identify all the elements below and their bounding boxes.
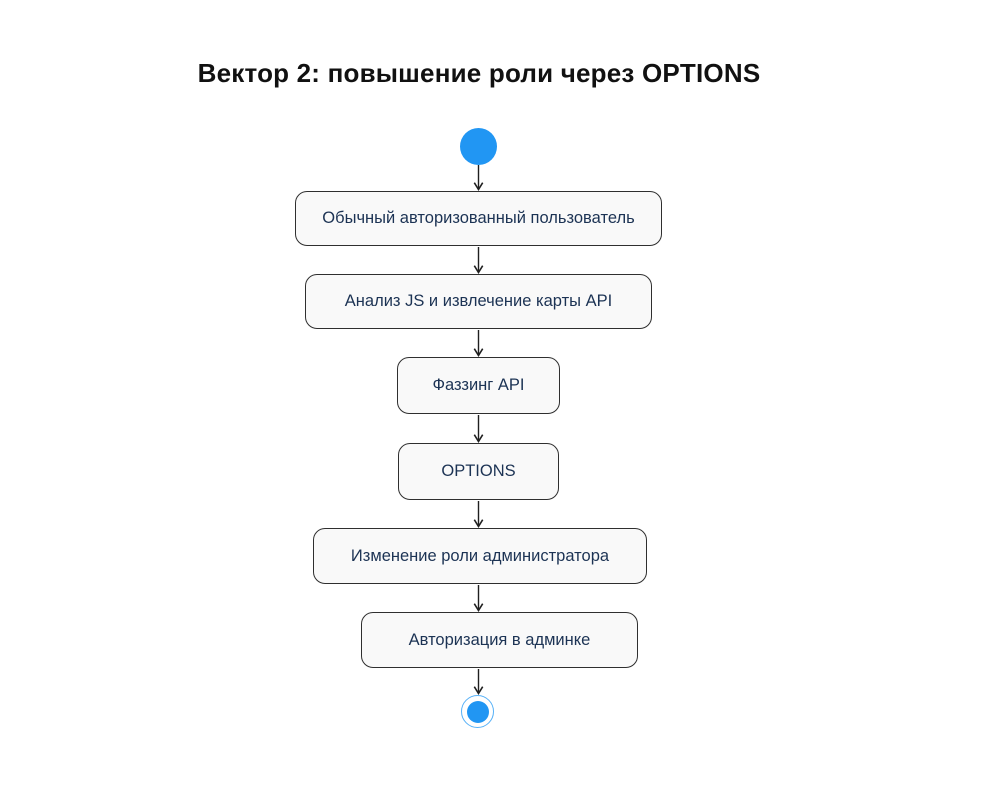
end-node-inner-dot: [466, 700, 489, 723]
diagram-title: Вектор 2: повышение роли через OPTIONS: [197, 58, 761, 88]
activity-node-label: Авторизация в админке: [408, 630, 591, 649]
activity-node-admin-login: Авторизация в админке: [361, 612, 638, 668]
activity-node-options: OPTIONS: [398, 443, 559, 500]
activity-node-label: OPTIONS: [441, 462, 516, 480]
start-node: [460, 128, 497, 165]
activity-node-label: Анализ JS и извлечение карты API: [344, 292, 613, 310]
activity-node-label: Обычный авторизованный пользователь: [322, 209, 635, 227]
activity-node-api-fuzzing: Фаззинг API: [397, 357, 560, 414]
end-node: [461, 695, 494, 728]
activity-node-regular-user: Обычный авторизованный пользователь: [295, 191, 662, 246]
activity-node-label: Фаззинг API: [432, 376, 525, 394]
activity-node-label: Изменение роли администратора: [350, 546, 610, 565]
activity-node-role-change: Изменение роли администратора: [313, 528, 647, 584]
activity-node-js-analysis: Анализ JS и извлечение карты API: [305, 274, 652, 329]
